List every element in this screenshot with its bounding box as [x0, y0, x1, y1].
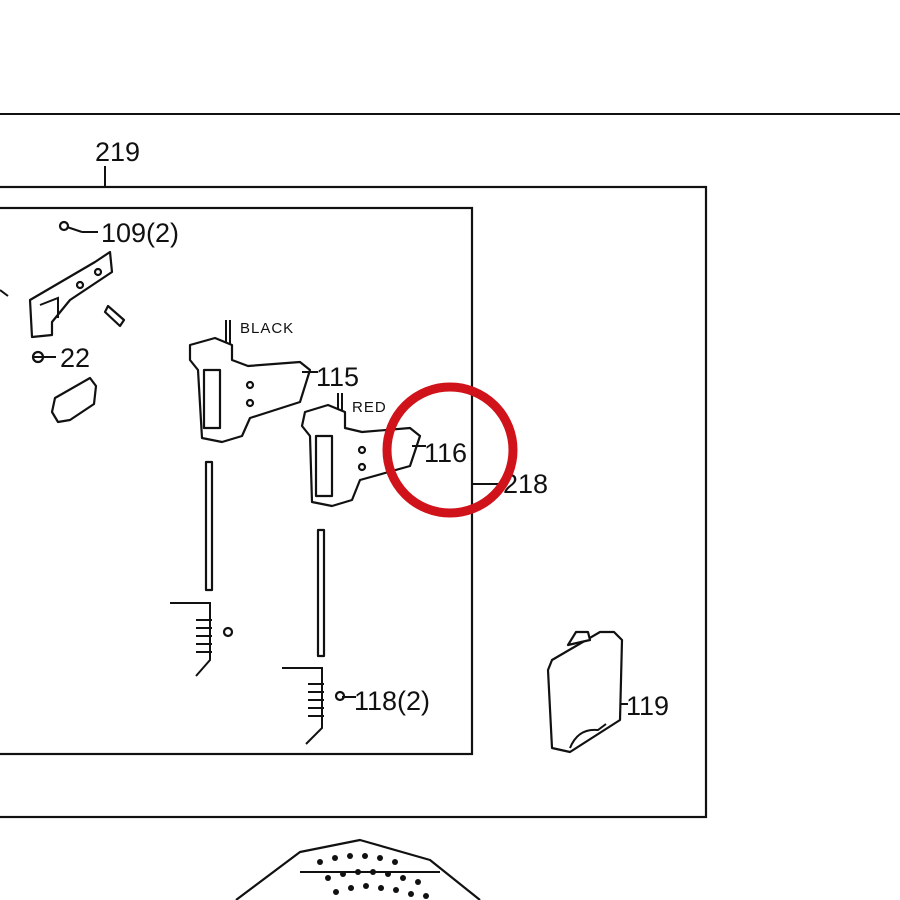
washer-22-icon — [31, 350, 56, 364]
spring-left-icon — [170, 602, 234, 677]
label-219: 219 — [95, 137, 140, 167]
hinge-bracket-icon — [0, 250, 126, 339]
highlight-circle — [382, 382, 518, 518]
label-red: RED — [352, 399, 387, 416]
rod-left-icon — [204, 460, 214, 592]
label-115: 115 — [316, 362, 359, 392]
label-109: 109(2) — [101, 218, 179, 248]
label-119: 119 — [626, 691, 669, 721]
label-black: BLACK — [240, 320, 294, 337]
small-plate-icon — [50, 376, 98, 424]
machine-top-partial-icon — [235, 838, 481, 900]
label-22: 22 — [60, 343, 90, 373]
hinge-115-icon — [188, 320, 312, 444]
spring-right-icon — [282, 667, 346, 745]
screw-109-icon — [58, 220, 98, 233]
label-116: 116 — [424, 438, 467, 468]
inner-box-218 — [0, 206, 474, 756]
label-118: 118(2) — [354, 686, 430, 716]
rod-right-icon — [316, 528, 326, 658]
outer-box-219 — [0, 185, 708, 819]
cover-119-icon — [546, 630, 624, 754]
